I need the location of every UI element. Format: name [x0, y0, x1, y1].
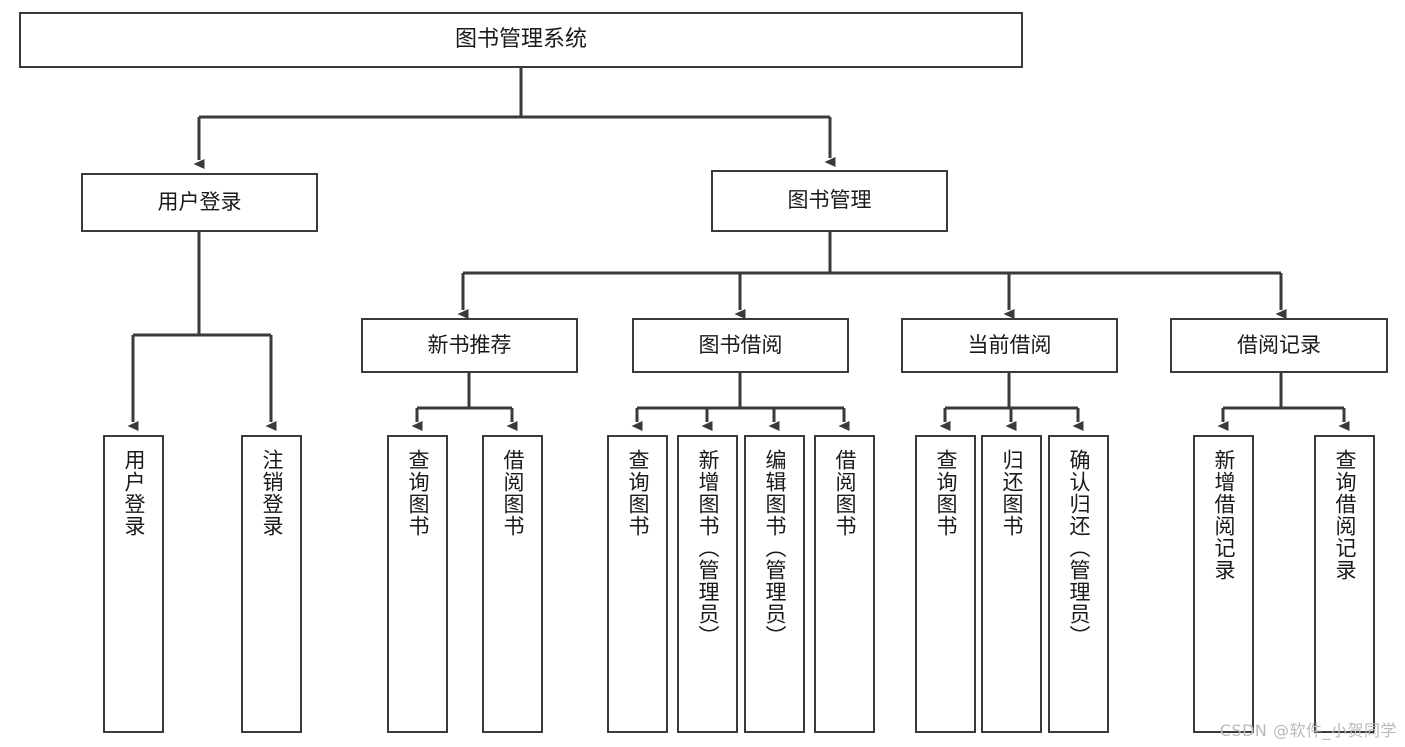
node-leaf-query-book-1[interactable]: 查询图书 — [387, 435, 448, 733]
node-leaf-add-borrow-record-label: 新增借阅记录 — [1212, 449, 1236, 581]
node-root-label: 图书管理系统 — [454, 26, 587, 52]
node-user-login[interactable]: 用户登录 — [81, 173, 318, 232]
node-new-book-recommend[interactable]: 新书推荐 — [361, 318, 578, 373]
node-leaf-confirm-return-admin-label: 确认归还（管理员） — [1067, 449, 1091, 647]
node-book-borrow-label: 图书借阅 — [698, 332, 783, 357]
node-leaf-edit-book-admin[interactable]: 编辑图书（管理员） — [744, 435, 805, 733]
node-leaf-borrow-book-1-label: 借阅图书 — [501, 449, 525, 537]
node-leaf-confirm-return-admin[interactable]: 确认归还（管理员） — [1048, 435, 1109, 733]
node-leaf-logout-login-label: 注销登录 — [260, 449, 284, 537]
node-book-borrow[interactable]: 图书借阅 — [632, 318, 849, 373]
node-leaf-query-book-3-label: 查询图书 — [934, 449, 958, 537]
node-leaf-add-book-admin[interactable]: 新增图书（管理员） — [677, 435, 738, 733]
node-current-borrow[interactable]: 当前借阅 — [901, 318, 1118, 373]
node-leaf-query-book-3[interactable]: 查询图书 — [915, 435, 976, 733]
node-leaf-query-book-1-label: 查询图书 — [406, 449, 430, 537]
node-leaf-query-borrow-record-label: 查询借阅记录 — [1333, 449, 1357, 581]
node-book-management-label: 图书管理 — [787, 188, 872, 213]
node-leaf-query-borrow-record[interactable]: 查询借阅记录 — [1314, 435, 1375, 733]
node-book-management[interactable]: 图书管理 — [711, 170, 948, 232]
node-leaf-query-book-2-label: 查询图书 — [626, 449, 650, 537]
node-borrow-record-label: 借阅记录 — [1237, 332, 1321, 357]
node-leaf-borrow-book-2-label: 借阅图书 — [833, 449, 857, 537]
node-leaf-user-login-label: 用户登录 — [122, 449, 146, 537]
node-leaf-return-book[interactable]: 归还图书 — [981, 435, 1042, 733]
node-root[interactable]: 图书管理系统 — [19, 12, 1023, 68]
node-new-book-recommend-label: 新书推荐 — [427, 332, 512, 357]
node-leaf-add-borrow-record[interactable]: 新增借阅记录 — [1193, 435, 1254, 733]
node-leaf-query-book-2[interactable]: 查询图书 — [607, 435, 668, 733]
watermark: CSDN @软件_小贺同学 — [1219, 721, 1397, 740]
node-leaf-borrow-book-1[interactable]: 借阅图书 — [482, 435, 543, 733]
node-leaf-add-book-admin-label: 新增图书（管理员） — [696, 449, 720, 647]
node-leaf-logout-login[interactable]: 注销登录 — [241, 435, 302, 733]
node-borrow-record[interactable]: 借阅记录 — [1170, 318, 1388, 373]
node-user-login-label: 用户登录 — [157, 189, 242, 214]
node-leaf-borrow-book-2[interactable]: 借阅图书 — [814, 435, 875, 733]
node-leaf-edit-book-admin-label: 编辑图书（管理员） — [763, 449, 787, 647]
node-leaf-return-book-label: 归还图书 — [1000, 449, 1024, 537]
node-current-borrow-label: 当前借阅 — [967, 332, 1052, 357]
node-leaf-user-login[interactable]: 用户登录 — [103, 435, 164, 733]
